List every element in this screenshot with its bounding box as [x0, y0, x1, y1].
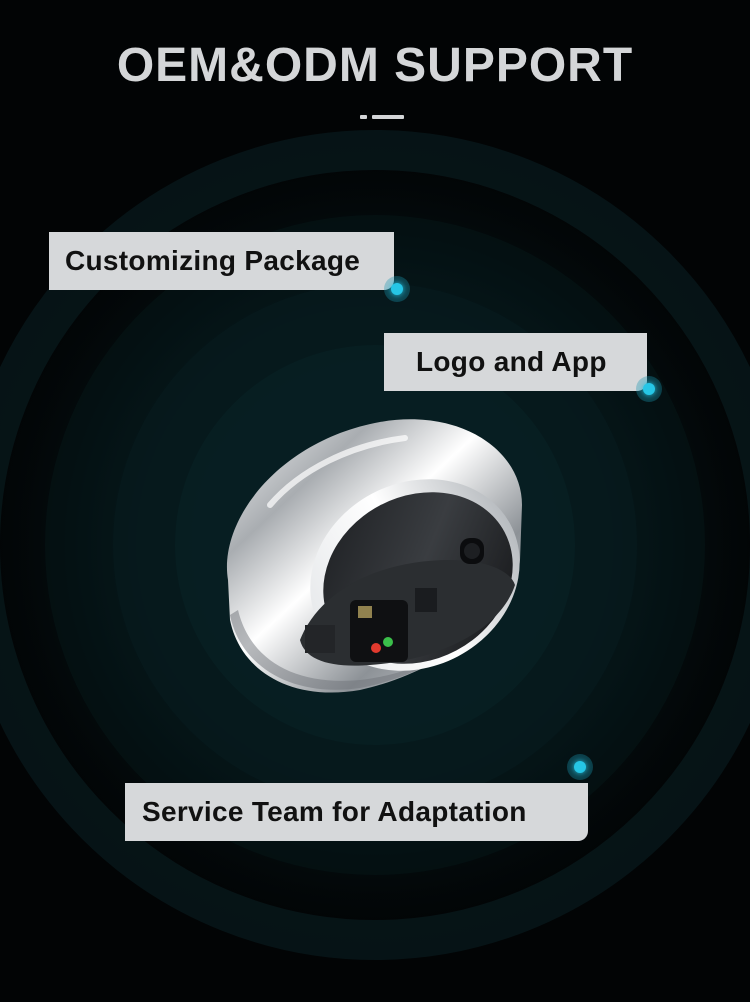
- underline-dot: [360, 115, 367, 119]
- dot-marker-icon: [636, 376, 662, 402]
- dot-marker-icon: [384, 276, 410, 302]
- feature-tag-customizing-package: Customizing Package: [49, 232, 394, 290]
- smart-ring-illustration: [226, 419, 522, 693]
- feature-tag-service-team: Service Team for Adaptation: [125, 783, 588, 841]
- page-title: OEM&ODM SUPPORT: [116, 39, 634, 92]
- feature-tag-logo-and-app: Logo and App: [384, 333, 647, 391]
- feature-label: Customizing Package: [65, 245, 361, 276]
- title-underline: [360, 115, 405, 119]
- dot-marker-icon: [567, 754, 593, 780]
- feature-label: Service Team for Adaptation: [142, 796, 527, 827]
- feature-label: Logo and App: [416, 346, 607, 377]
- underline-bar: [372, 115, 404, 119]
